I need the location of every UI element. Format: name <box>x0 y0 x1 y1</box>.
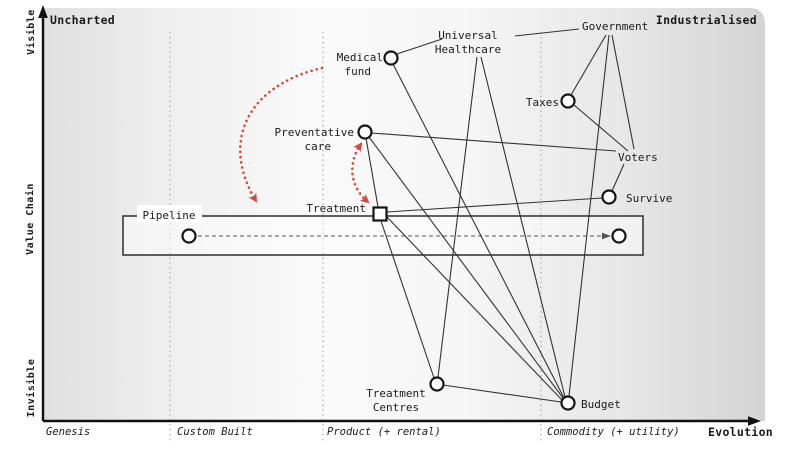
edge-government-budget <box>568 34 610 397</box>
budget-node <box>560 395 576 411</box>
y-axis-invisible-label: Invisible <box>25 359 37 418</box>
y-axis-visible-label: Visible <box>25 9 37 55</box>
government-label: Government <box>582 20 648 33</box>
pipeline-box <box>122 215 644 256</box>
medical-fund-node <box>383 50 399 66</box>
edge-preventative_care-budget <box>368 136 564 399</box>
voters-label: Voters <box>618 151 658 164</box>
preventative-care-label-line1: Preventative <box>275 126 354 139</box>
x-axis-title: Evolution <box>708 425 773 439</box>
movement-arrow-treatment-preventativecare <box>351 142 370 204</box>
edge-taxes-voters <box>573 104 629 152</box>
survive-node <box>601 189 617 205</box>
pipeline-label: Pipeline <box>143 209 196 222</box>
evolution-axis <box>43 416 761 426</box>
edge-treatment_centres-budget <box>442 384 562 403</box>
budget-label: Budget <box>581 398 621 411</box>
edge-treatment-survive <box>386 197 603 213</box>
universal-healthcare-label-line2: Healthcare <box>435 43 501 56</box>
stage-product-label: Product (+ rental) <box>327 426 441 438</box>
industrialised-label: Industrialised <box>656 13 757 27</box>
preventative-care-label-line2: care <box>305 140 332 153</box>
treatment-centres-label-line1: Treatment <box>366 387 426 400</box>
edge-government-voters <box>611 34 635 150</box>
treatment-centres-node <box>429 376 445 392</box>
medical-fund-label-line2: fund <box>345 65 372 78</box>
y-axis-title: Value Chain <box>24 183 36 255</box>
edge-government-taxes <box>570 34 607 96</box>
taxes-node <box>560 93 576 109</box>
survive-label: Survive <box>626 192 672 205</box>
stage-custom-built-label: Custom Built <box>177 426 253 438</box>
pipeline-flow-arrowhead-icon <box>602 232 611 240</box>
uncharted-label: Uncharted <box>50 13 115 27</box>
x-axis-arrowhead-icon <box>748 416 761 426</box>
edge-universal_healthcare-budget <box>480 56 566 398</box>
value-chain-axis <box>38 5 48 421</box>
stage-genesis-label: Genesis <box>46 426 90 438</box>
edge-treatment-budget <box>386 216 563 401</box>
edge-preventative_care-voters <box>370 132 617 152</box>
edge-medical_fund-universal_healthcare <box>396 38 443 55</box>
treatment-centres-label-line2: Centres <box>373 401 419 414</box>
edge-universal_healthcare-treatment_centres <box>437 56 478 378</box>
pipeline-input-node <box>181 228 197 244</box>
medical-fund-label-line1: Medical <box>337 51 383 64</box>
edge-universal_healthcare-government <box>514 28 580 37</box>
pipeline-output-node <box>611 228 627 244</box>
universal-healthcare-label-line1: Universal <box>438 29 498 42</box>
y-axis-arrowhead-icon <box>38 5 48 18</box>
edge-treatment-treatment_centres <box>380 220 435 379</box>
treatment-node <box>372 206 388 222</box>
map-canvas <box>43 8 765 421</box>
edge-voters-survive <box>611 163 625 192</box>
edge-medical_fund-budget <box>392 63 565 399</box>
stage-commodity-label: Commodity (+ utility) <box>547 426 680 438</box>
taxes-label: Taxes <box>526 96 559 109</box>
treatment-label: Treatment <box>306 202 366 215</box>
pipeline-label-chip <box>137 205 202 223</box>
movement-arrow-medicalfund-to-pipeline <box>238 66 324 203</box>
preventative-care-node <box>357 124 373 140</box>
